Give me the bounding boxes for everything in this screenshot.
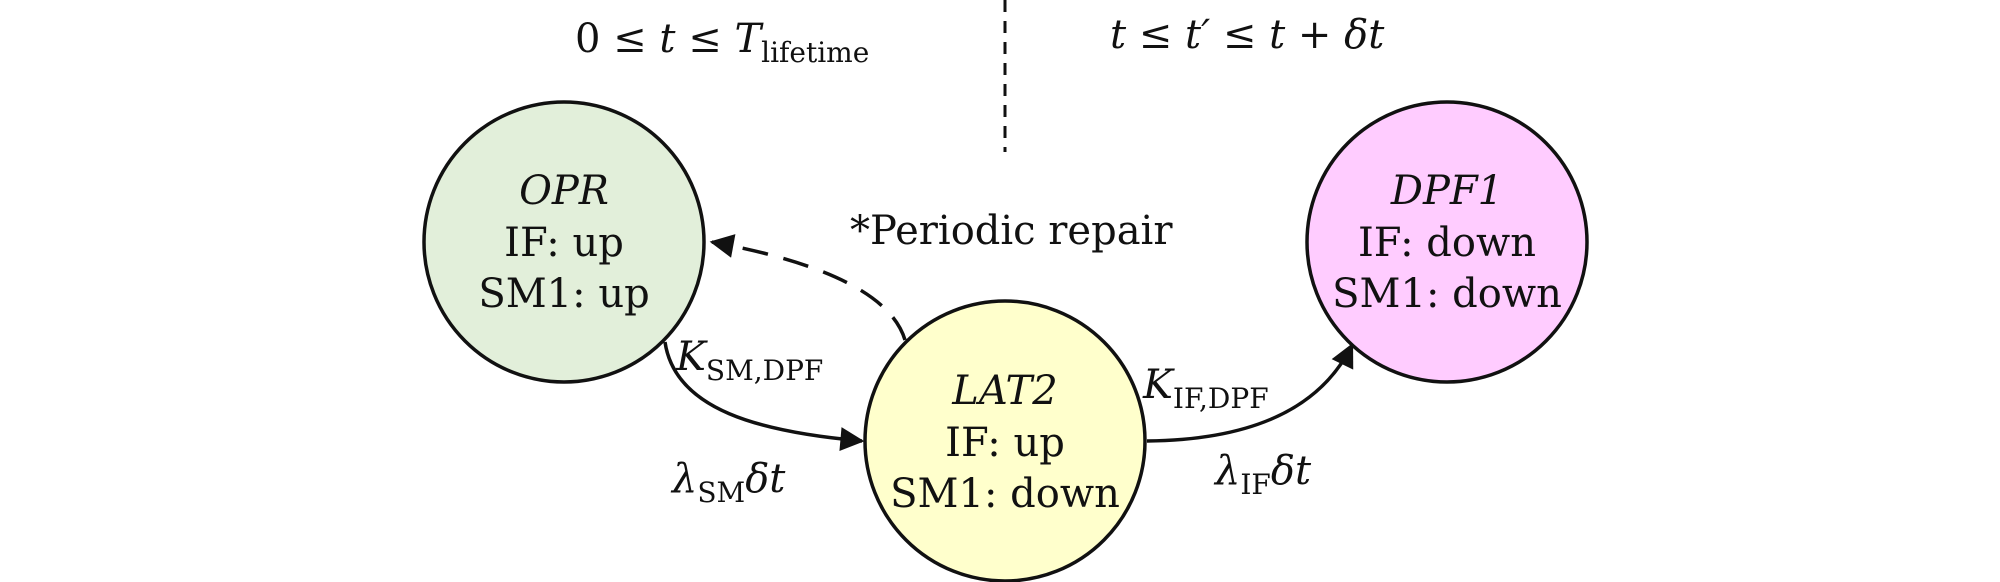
state-opr-if: IF: up <box>504 220 624 266</box>
k-sm-dpf-label: KSM,DPF <box>675 334 823 387</box>
state-dpf1-name: DPF1 <box>1390 168 1503 214</box>
state-lat2-sm1: SM1: down <box>890 471 1120 517</box>
lat2-to-dpf1-arrow <box>1146 342 1354 443</box>
lambda-if-label: λIFδt <box>1213 448 1312 501</box>
state-opr-name: OPR <box>519 168 609 214</box>
lambda-sm-label: λSMδt <box>670 456 786 509</box>
time-range-right: t ≤ t′ ≤ t + δt <box>1110 12 1385 58</box>
state-lat2: LAT2 IF: up SM1: down <box>863 299 1147 582</box>
k-if-dpf-label: KIF,DPF <box>1142 362 1269 415</box>
state-dpf1-if: IF: down <box>1358 220 1536 266</box>
state-lat2-name: LAT2 <box>951 368 1057 414</box>
periodic-repair-label: *Periodic repair <box>850 208 1173 254</box>
state-dpf1: DPF1 IF: down SM1: down <box>1305 100 1589 384</box>
state-lat2-if: IF: up <box>945 420 1065 466</box>
state-opr: OPR IF: up SM1: up <box>422 100 706 384</box>
state-dpf1-circle <box>1305 100 1589 384</box>
state-opr-sm1: SM1: up <box>478 271 649 317</box>
periodic-repair-arrow <box>709 234 907 341</box>
time-range-left: 0 ≤ t ≤ Tlifetime <box>575 16 869 69</box>
state-opr-circle <box>422 100 706 384</box>
state-dpf1-sm1: SM1: down <box>1332 271 1562 317</box>
state-lat2-circle <box>863 299 1147 582</box>
opr-to-lat2-arrow <box>663 341 865 452</box>
